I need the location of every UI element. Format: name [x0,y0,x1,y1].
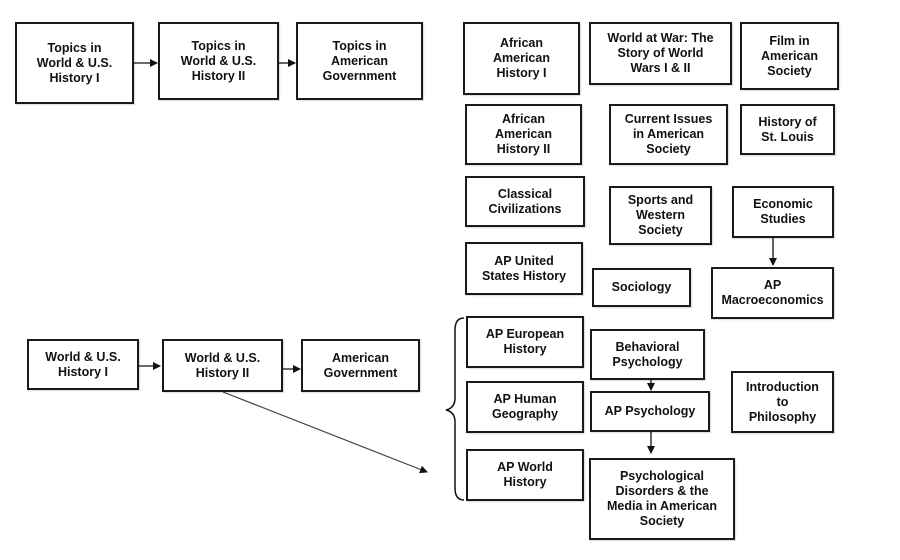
course-sociology: Sociology [592,268,691,307]
course-ap-european-history: AP European History [466,316,584,368]
course-world-us-history-1: World & U.S. History I [27,339,139,390]
course-ap-macroeconomics: AP Macroeconomics [711,267,834,319]
course-african-american-history-2: African American History II [465,104,582,165]
course-current-issues: Current Issues in American Society [609,104,728,165]
course-ap-psychology: AP Psychology [590,391,710,432]
course-history-of-st-louis: History of St. Louis [740,104,835,155]
course-sports-and-western-society: Sports and Western Society [609,186,712,245]
course-world-us-history-2: World & U.S. History II [162,339,283,392]
course-economic-studies: Economic Studies [732,186,834,238]
arrow-history2-to-ap-options [222,391,428,474]
course-topics-world-us-history-2: Topics in World & U.S. History II [158,22,279,100]
course-classical-civilizations: Classical Civilizations [465,176,585,227]
ap-options-brace [445,317,465,501]
course-african-american-history-1: African American History I [463,22,580,95]
course-world-at-war: World at War: The Story of World Wars I … [589,22,732,85]
course-ap-world-history: AP World History [466,449,584,501]
course-film-in-american-society: Film in American Society [740,22,839,90]
course-american-government: American Government [301,339,420,392]
course-topics-world-us-history-1: Topics in World & U.S. History I [15,22,134,104]
course-introduction-to-philosophy: Introduction to Philosophy [731,371,834,433]
course-ap-united-states-history: AP United States History [465,242,583,295]
course-topics-american-government: Topics in American Government [296,22,423,100]
course-behavioral-psychology: Behavioral Psychology [590,329,705,380]
course-ap-human-geography: AP Human Geography [466,381,584,433]
course-psychological-disorders-media: Psychological Disorders & the Media in A… [589,458,735,540]
